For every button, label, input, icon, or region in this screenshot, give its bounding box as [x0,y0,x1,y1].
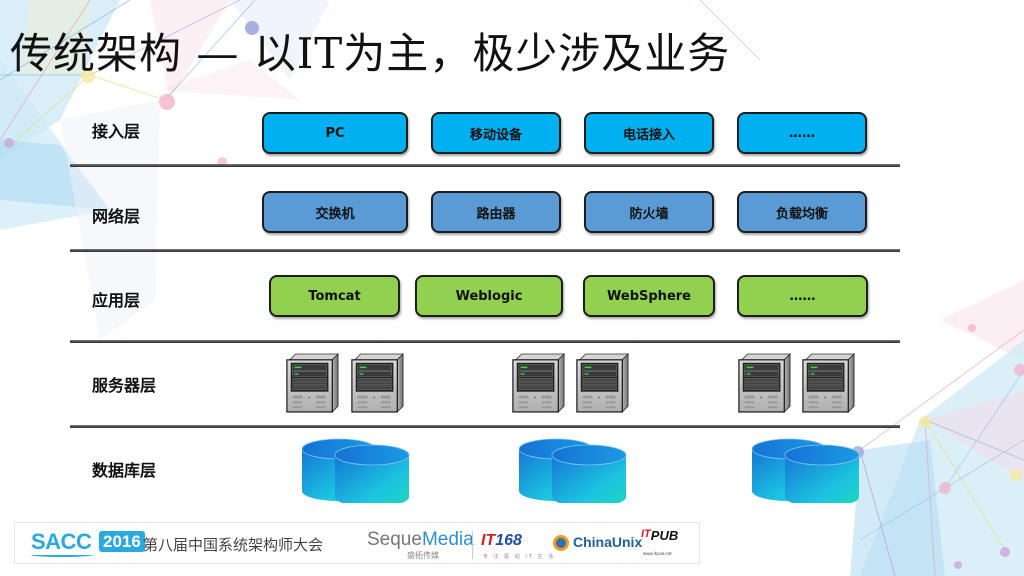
database-icon [302,438,410,503]
itpub-it: IT [641,528,651,540]
slide-title: 传统架构 — 以IT为主，极少涉及业务 [10,29,731,78]
node-label: WebSphere [607,288,691,304]
node-label: Weblogic [455,288,523,304]
server-icon [512,353,565,413]
layer-divider [70,249,900,252]
network-item-router: 路由器 [431,191,561,233]
server-icon [286,353,339,413]
access-item-pc: PC [262,112,408,154]
node-label: 移动设备 [469,127,522,143]
logo-separator [472,531,473,559]
seque-media-subtitle: 盛拓传媒 [407,551,439,560]
server-icon [576,353,629,413]
layer-label-server: 服务器层 [92,376,157,395]
chinaunix-logo-icon [553,535,569,551]
node-label: 防火墙 [629,206,669,222]
app-item-websphere: WebSphere [583,275,715,317]
it168-it: IT [481,532,496,549]
node-label: …… [789,288,816,304]
itpub-url: www.itpub.net [643,551,672,556]
it168-num: 168 [495,532,522,549]
network-item-load-balancer: 负载均衡 [737,191,867,233]
server-icon [802,353,855,413]
database-icon [519,438,627,503]
layer-label-database: 数据库层 [92,461,157,480]
access-item-mobile-device: 移动设备 [431,112,561,154]
itpub-pub: PUB [650,528,679,543]
layer-label-access: 接入层 [92,122,141,141]
node-label: Tomcat [308,288,361,304]
database-icon [752,438,860,503]
node-label: 路由器 [476,206,516,222]
seque-media-text: Media [421,529,474,550]
sponsor-footer: SACC 2016 第八届中国系统架构师大会 SequeMedia 盛拓传媒 I… [14,522,700,564]
server-icon [351,353,404,413]
server-icon [738,353,791,413]
access-item-more: …… [737,112,867,154]
it168-subtitle: 专 注 驱 动 IT 生 活 [483,554,556,560]
seque-prefix: Seque [367,529,422,550]
conference-name: 第八届中国系统架构师大会 [143,536,324,554]
layer-label-application: 应用层 [92,291,141,310]
app-item-more: …… [737,275,868,317]
node-label: 负载均衡 [775,206,828,222]
network-item-firewall: 防火墙 [584,191,714,233]
network-item-switch: 交换机 [262,191,408,233]
access-item-phone-access: 电话接入 [584,112,714,154]
node-label: 电话接入 [622,127,675,143]
itpub-logo: ITPUB [641,528,678,543]
seque-media-logo: SequeMedia [367,529,474,551]
app-item-weblogic: Weblogic [415,275,563,317]
app-item-tomcat: Tomcat [269,275,400,317]
sacc-logo: SACC [31,529,92,554]
layer-label-network: 网络层 [92,207,141,226]
sacc-logo-swoosh [31,553,93,557]
node-label: 交换机 [315,206,355,222]
node-label: PC [325,125,345,141]
chinaunix-logo: ChinaUnix [573,534,643,550]
it168-logo: IT168 [481,532,522,550]
sacc-year-badge: 2016 [99,531,145,552]
layer-divider [70,340,900,343]
layer-divider [70,425,900,428]
layer-divider [70,164,900,167]
node-label: …… [789,125,815,141]
